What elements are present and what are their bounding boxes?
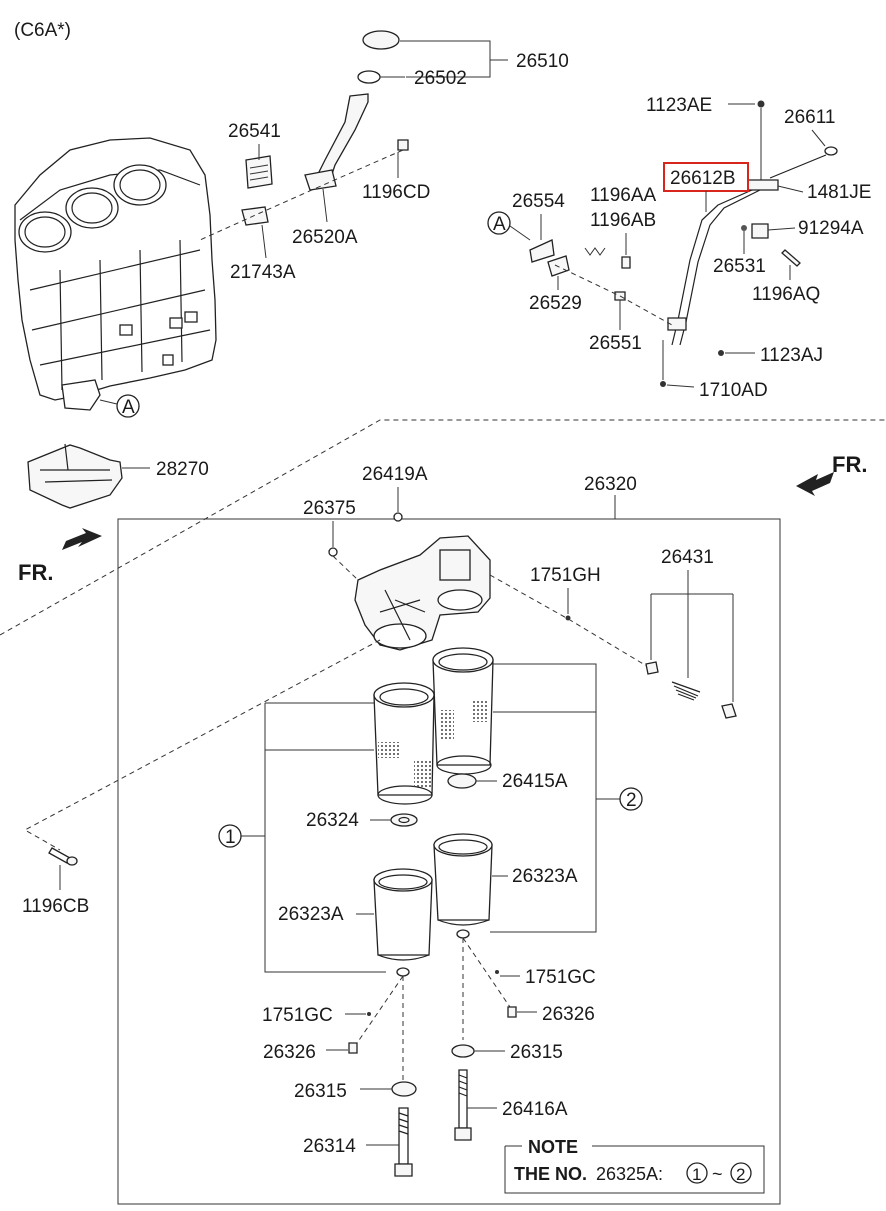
label-1751GH: 1751GH — [530, 565, 601, 586]
label-26415A: 26415A — [502, 771, 568, 792]
label-1123AJ: 1123AJ — [760, 345, 823, 366]
label-26324: 26324 — [306, 810, 359, 831]
label-26431: 26431 — [661, 547, 714, 568]
label-1196AQ: 1196AQ — [752, 284, 820, 305]
label-1123AE: 1123AE — [646, 95, 712, 116]
filter-element-left — [373, 682, 435, 805]
callout-circle-2 — [619, 787, 643, 811]
callout-a-top-right-label: A — [493, 214, 506, 235]
oil-filler-pipe — [199, 30, 409, 241]
label-26531: 26531 — [713, 256, 766, 277]
label-26323A-left: 26323A — [278, 904, 344, 925]
washer-26324 — [390, 813, 418, 827]
filter-assembly-frame — [117, 518, 781, 1205]
label-26315-left: 26315 — [294, 1081, 347, 1102]
label-26611: 26611 — [784, 107, 835, 128]
label-26416A: 26416A — [502, 1099, 568, 1120]
fr-left-label: FR. — [18, 560, 53, 585]
note-box: NOTE THE NO. 26325A: 1 ~ 2 — [504, 1137, 765, 1194]
section-divider — [0, 419, 886, 636]
callout-a-top-left-label: A — [122, 397, 135, 418]
filter-head-housing — [354, 535, 491, 651]
label-1196CB: 1196CB — [22, 896, 89, 917]
note-sep: ~ — [712, 1164, 723, 1184]
label-1710AD: 1710AD — [699, 380, 768, 401]
callout-circle-1 — [218, 824, 242, 848]
label-1751GC-right: 1751GC — [525, 967, 596, 988]
callout-circle-1-label: 1 — [225, 827, 236, 848]
note-to: 2 — [736, 1165, 745, 1184]
label-26326-left: 26326 — [263, 1042, 316, 1063]
label-26314: 26314 — [303, 1136, 356, 1157]
label-26520A: 26520A — [292, 227, 358, 248]
label-91294A: 91294A — [798, 218, 864, 239]
label-26510: 26510 — [516, 51, 569, 72]
label-26554: 26554 — [512, 191, 565, 212]
filter-case-left — [373, 868, 433, 961]
fr-right-label: FR. — [832, 452, 867, 477]
note-prefix: THE NO. — [514, 1164, 587, 1184]
variant-label: (C6A*) — [14, 20, 71, 41]
filter-case-right — [433, 833, 493, 926]
label-26315-right: 26315 — [510, 1042, 563, 1063]
bolt-26416A — [454, 1069, 472, 1141]
label-26323A-right: 26323A — [512, 866, 578, 887]
label-1196CD: 1196CD — [362, 182, 430, 203]
bolt-1196CB — [48, 847, 78, 866]
fr-left-arrow-icon — [62, 528, 102, 550]
label-26375: 26375 — [303, 498, 356, 519]
label-21743A: 21743A — [230, 262, 296, 283]
callout-circle-2-label: 2 — [626, 790, 637, 811]
note-title: NOTE — [528, 1137, 578, 1157]
label-1196AB: 1196AB — [590, 210, 656, 231]
filter-element-right — [432, 647, 494, 775]
callout-a-top-right — [487, 211, 511, 235]
label-1196AA: 1196AA — [590, 185, 657, 206]
callout-a-top-left — [116, 394, 140, 418]
bracket-28270 — [27, 443, 123, 509]
label-26612B: 26612B — [670, 168, 736, 189]
bolt-26314 — [394, 1107, 413, 1177]
label-26419A: 26419A — [362, 464, 428, 485]
washer-26315-right — [451, 1044, 475, 1058]
note-from: 1 — [692, 1165, 701, 1184]
label-26326-right: 26326 — [542, 1004, 595, 1025]
washer-26415A — [447, 773, 477, 789]
label-26541: 26541 — [228, 121, 281, 142]
label-26502: 26502 — [414, 68, 467, 89]
label-26529: 26529 — [529, 293, 582, 314]
fr-right-arrow-icon — [796, 472, 834, 496]
relief-valve-parts — [645, 661, 737, 719]
label-1481JE: 1481JE — [807, 182, 871, 203]
label-1751GC-left: 1751GC — [262, 1005, 333, 1026]
label-28270: 28270 — [156, 459, 209, 480]
engine-block-drawing — [14, 137, 217, 411]
label-26320: 26320 — [584, 474, 637, 495]
note-part: 26325A: — [596, 1164, 663, 1184]
label-26551: 26551 — [589, 333, 642, 354]
washer-26315-left — [391, 1081, 417, 1097]
